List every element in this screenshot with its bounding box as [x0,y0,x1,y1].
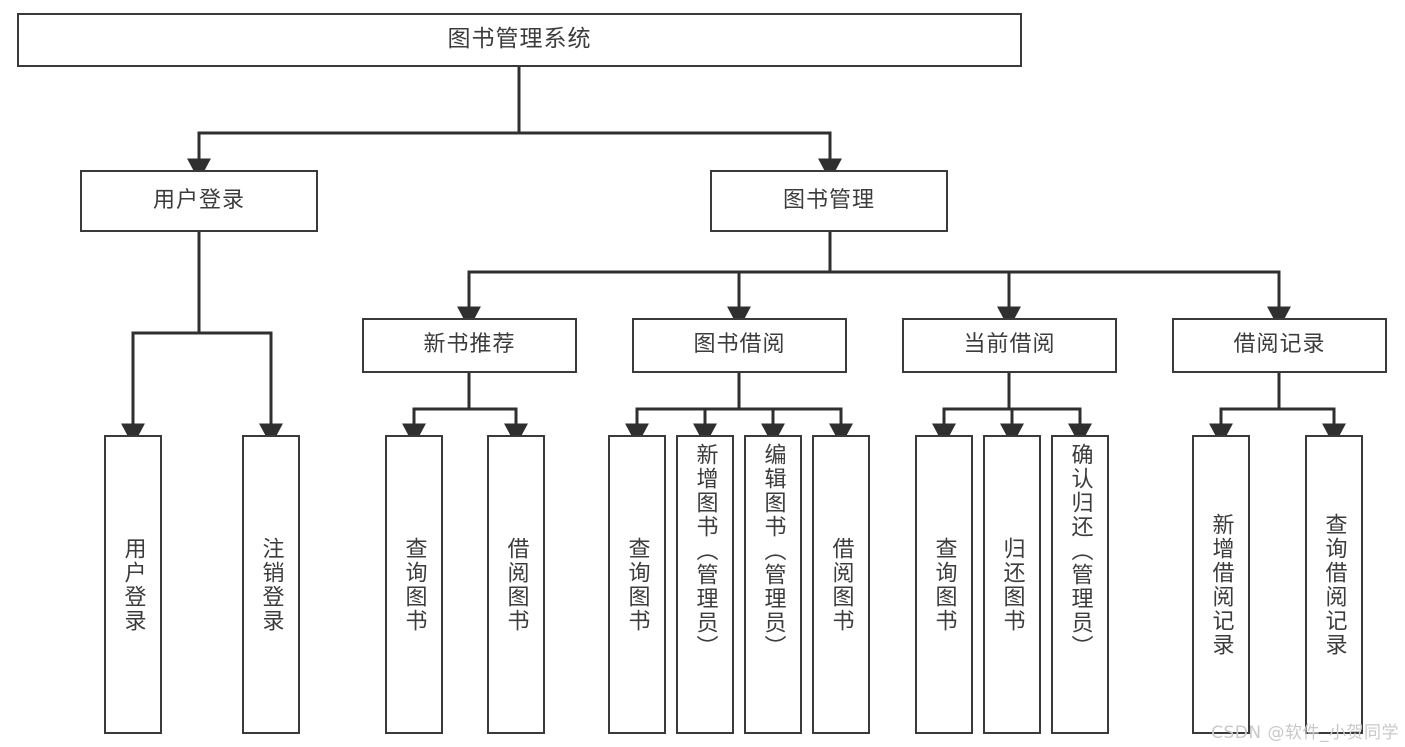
node-leaf-add-record-label: 新增借阅记录 [1208,512,1234,657]
node-leaf-add-book-label: 新增图书（管理员） [692,443,718,659]
node-leaf-query-book-rec-label: 查询图书 [401,536,427,633]
node-leaf-query-record-label: 查询借阅记录 [1321,512,1347,657]
node-leaf-confirm-return-label: 确认归还（管理员） [1067,443,1093,659]
node-leaf-user-login[interactable]: 用户登录 [104,435,162,734]
node-leaf-query-book-borrow-label: 查询图书 [624,536,650,633]
node-leaf-confirm-return[interactable]: 确认归还（管理员） [1051,435,1109,734]
node-leaf-user-logout[interactable]: 注销登录 [242,435,300,734]
watermark: CSDN @软件_小贺同学 [1211,723,1399,743]
node-leaf-edit-book-label: 编辑图书（管理员） [760,443,786,659]
node-book-manage[interactable]: 图书管理 [710,170,948,232]
node-leaf-query-book-current[interactable]: 查询图书 [915,435,973,734]
node-user-login[interactable]: 用户登录 [80,170,318,232]
node-current-borrow-label: 当前借阅 [963,332,1056,358]
node-leaf-query-book-current-label: 查询图书 [931,536,957,633]
node-new-book-rec[interactable]: 新书推荐 [362,318,577,373]
node-leaf-return-book-label: 归还图书 [999,536,1025,633]
node-new-book-rec-label: 新书推荐 [423,332,516,358]
node-leaf-user-logout-label: 注销登录 [258,536,284,633]
node-leaf-user-login-label: 用户登录 [120,536,146,633]
node-root[interactable]: 图书管理系统 [17,13,1022,67]
node-leaf-add-book[interactable]: 新增图书（管理员） [676,435,734,734]
node-root-label: 图书管理系统 [447,26,592,53]
node-book-borrow[interactable]: 图书借阅 [632,318,847,373]
node-leaf-return-book[interactable]: 归还图书 [983,435,1041,734]
node-leaf-add-record[interactable]: 新增借阅记录 [1192,435,1250,734]
node-leaf-borrow-book-label: 借阅图书 [828,536,854,633]
node-book-borrow-label: 图书借阅 [693,332,786,358]
node-borrow-record[interactable]: 借阅记录 [1172,318,1387,373]
node-book-manage-label: 图书管理 [782,187,875,213]
node-borrow-record-label: 借阅记录 [1233,332,1326,358]
node-leaf-borrow-book-rec[interactable]: 借阅图书 [487,435,545,734]
node-leaf-query-book-rec[interactable]: 查询图书 [385,435,443,734]
node-leaf-query-record[interactable]: 查询借阅记录 [1305,435,1363,734]
node-user-login-label: 用户登录 [152,187,245,213]
node-leaf-edit-book[interactable]: 编辑图书（管理员） [744,435,802,734]
node-leaf-query-book-borrow[interactable]: 查询图书 [608,435,666,734]
node-current-borrow[interactable]: 当前借阅 [902,318,1117,373]
node-leaf-borrow-book-rec-label: 借阅图书 [503,536,529,633]
node-leaf-borrow-book[interactable]: 借阅图书 [812,435,870,734]
